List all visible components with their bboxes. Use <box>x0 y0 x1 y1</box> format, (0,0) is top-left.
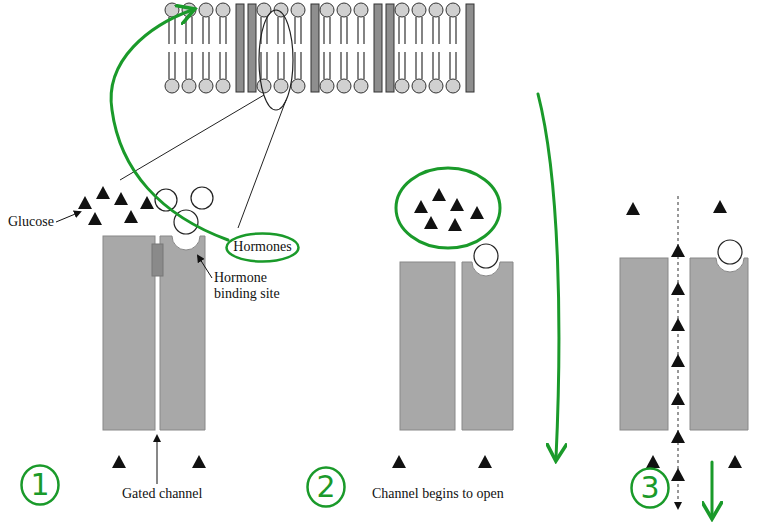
circled-annotation: 2 <box>306 466 346 508</box>
text-label: Hormone binding site <box>214 270 302 302</box>
green-ellipse-outline <box>308 468 345 507</box>
callout-number: 3 <box>640 473 660 503</box>
callout-number: 1 <box>30 470 50 500</box>
text-label: Glucose <box>8 214 54 230</box>
green-ellipse-outline <box>227 234 299 262</box>
membrane-bilayer <box>165 3 474 93</box>
circled-annotation: Hormones <box>225 232 300 263</box>
green-annotations <box>111 10 712 516</box>
zoom-line <box>120 95 264 180</box>
stage-three <box>620 196 748 508</box>
node-text: Hormones <box>233 239 292 255</box>
stage-two <box>392 188 513 468</box>
zoom-oval <box>259 10 293 110</box>
green-ellipse-outline <box>22 466 59 505</box>
text-label: Gated channel <box>122 486 202 502</box>
circled-annotation: 3 <box>630 467 670 509</box>
green-ellipse-outline <box>632 469 669 508</box>
callout-number: 2 <box>316 472 336 502</box>
zoom-line <box>238 100 286 228</box>
stage-one <box>56 186 213 484</box>
circled-annotation: 1 <box>20 464 60 506</box>
text-label: Channel begins to open <box>372 486 504 502</box>
